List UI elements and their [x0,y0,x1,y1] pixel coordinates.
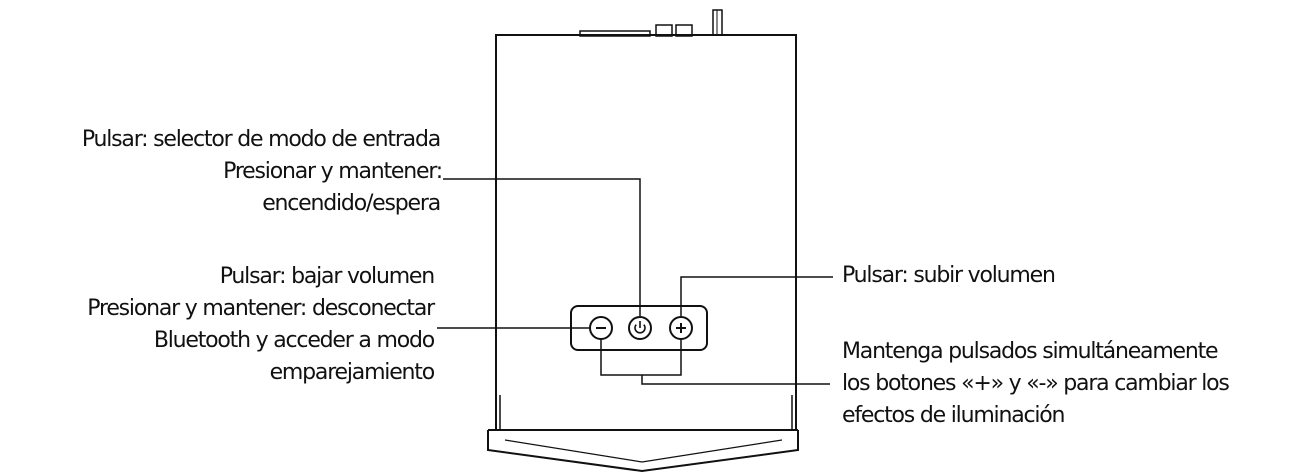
volume-down-line-1: Pulsar: bajar volumen [219,264,435,289]
top-connectors [579,9,723,37]
power-label-line-1: Pulsar: selector de modo de entrada [81,127,441,152]
combo-line-2: los botones «+» y «-» para cambiar los [842,371,1230,396]
power-button[interactable] [628,316,652,340]
volume-down-line-2: Presionar y mantener: desconectar [87,296,435,321]
combo-line-1: Mantenga pulsados simultáneamente [842,339,1219,364]
callout-volume-up [680,276,833,316]
callout-combo [600,339,830,385]
volume-down-button[interactable] [589,316,613,340]
power-icon [634,321,646,334]
speaker-body [495,34,797,431]
speaker-base [487,429,799,473]
volume-up-label: Pulsar: subir volumen [842,260,1056,292]
volume-up-line-1: Pulsar: subir volumen [842,263,1056,288]
volume-down-line-3: Bluetooth y acceder a modo [153,328,435,353]
power-label-line-3: encendido/espera [262,191,441,216]
power-button-label: Pulsar: selector de modo de entrada Pres… [81,124,443,220]
volume-down-label: Pulsar: bajar volumen Presionar y manten… [87,261,436,389]
plus-icon [676,323,686,333]
volume-up-button[interactable] [669,316,693,340]
volume-down-line-4: emparejamiento [269,360,436,385]
callout-power [443,178,641,316]
control-panel [570,305,708,351]
power-label-line-2: Presionar y mantener: [223,159,443,184]
combo-line-3: efectos de iluminación [842,403,1065,428]
combo-hint-label: Mantenga pulsados simultáneamente los bo… [842,336,1230,432]
